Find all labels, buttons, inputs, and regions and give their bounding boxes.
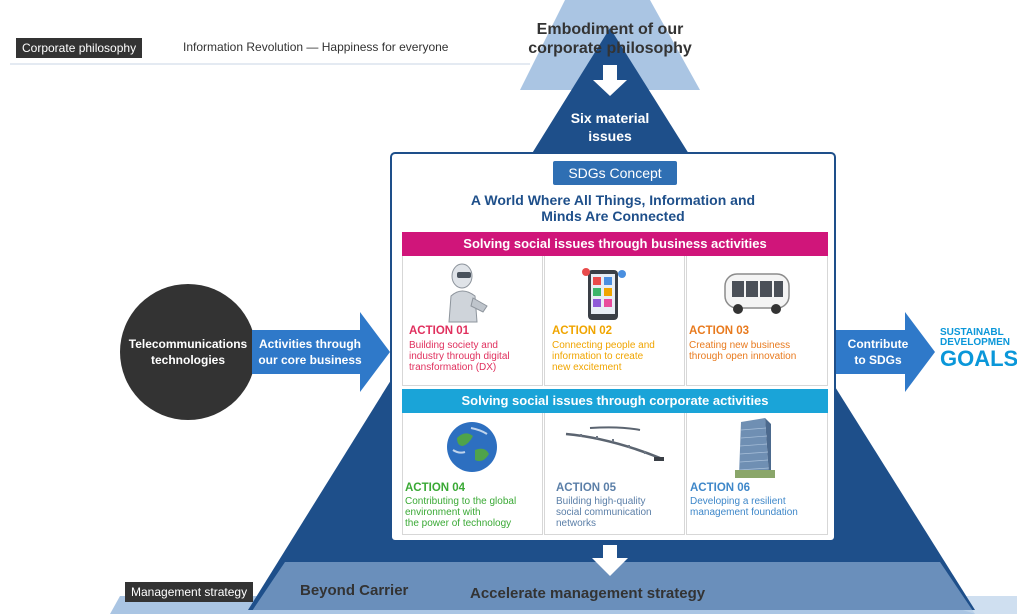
- action-06-desc-1: Developing a resilient: [690, 496, 786, 507]
- robot-icon: [448, 263, 488, 323]
- sdgs-concept-pill: SDGs Concept: [553, 161, 677, 185]
- strategy-tag: Management strategy: [125, 582, 254, 602]
- action-04-desc-2: environment with: [405, 507, 481, 518]
- action-03-desc-1: Creating new business: [689, 340, 791, 351]
- philosophy-text: Information Revolution — Happiness for e…: [183, 40, 449, 54]
- left-arrow: [252, 312, 390, 392]
- smartphone-icon: [582, 268, 626, 320]
- sdg-line2: DEVELOPMEN: [940, 337, 1011, 348]
- action-06-label: ACTION 06: [690, 482, 751, 494]
- action-05-label: ACTION 05: [556, 482, 617, 494]
- action-05-desc-3: networks: [556, 518, 597, 529]
- action-03-desc-2: through open innovation: [689, 351, 797, 362]
- circle-line2: technologies: [150, 353, 225, 367]
- sdg-line3: GOALS: [940, 346, 1017, 370]
- action-01-desc: Building society and industry through di…: [409, 340, 545, 373]
- left-arrow-line1: Activities through: [258, 337, 361, 351]
- action-03-desc: Creating new business through open innov…: [689, 340, 825, 362]
- pyramid-base-band: [250, 562, 975, 614]
- headline-line1: A World Where All Things, Information an…: [470, 192, 756, 208]
- action-03-label: ACTION 03: [689, 325, 750, 337]
- action-06-desc: Developing a resilient management founda…: [690, 496, 826, 518]
- six-line2: issues: [588, 128, 632, 144]
- philosophy-tag: Corporate philosophy: [16, 38, 143, 58]
- right-arrow-label: Contribute to SDGs: [838, 336, 918, 368]
- action-card-03: [686, 256, 828, 386]
- sdg-line1: SUSTAINABL: [940, 328, 1004, 338]
- right-arrow: [836, 312, 935, 392]
- network-satellite-icon: [565, 426, 664, 461]
- corporate-band: Solving social issues through corporate …: [402, 389, 828, 413]
- action-04-desc-3: the power of technology: [405, 518, 512, 529]
- embodiment-line1: Embodiment of our: [536, 21, 684, 38]
- accelerate-text: Accelerate management strategy: [470, 585, 706, 602]
- telecom-circle-label: Telecommunications technologies: [120, 336, 256, 368]
- embodiment-line2: corporate philosophy: [528, 40, 692, 57]
- action-01-desc-3: transformation (DX): [409, 362, 497, 373]
- left-arrow-line2: our core business: [258, 353, 362, 367]
- sdgs-headline: A World Where All Things, Information an…: [392, 192, 834, 224]
- autonomous-bus-icon: [724, 273, 790, 314]
- telecom-circle: [120, 284, 256, 420]
- embodiment-title: Embodiment of our corporate philosophy: [510, 20, 710, 58]
- action-05-desc-1: Building high-quality: [556, 496, 646, 507]
- six-line1: Six material: [570, 110, 650, 126]
- right-arrow-line1: Contribute: [847, 337, 909, 351]
- action-06-desc-2: management foundation: [690, 507, 798, 518]
- left-arrow-label: Activities through our core business: [254, 336, 366, 368]
- action-05-desc-2: social communication: [556, 507, 652, 518]
- action-02-desc-2: information to create: [552, 351, 644, 362]
- action-05-desc: Building high-quality social communicati…: [556, 496, 692, 529]
- earth-icon: [447, 422, 497, 472]
- action-01-label: ACTION 01: [409, 325, 470, 337]
- strategy-text: Beyond Carrier: [300, 582, 409, 599]
- six-issues-label: Six material issues: [540, 109, 680, 145]
- action-02-desc-3: new excitement: [552, 362, 622, 373]
- down-arrow-bottom: [592, 545, 628, 576]
- circle-line1: Telecommunications: [128, 337, 248, 351]
- headline-line2: Minds Are Connected: [541, 208, 685, 224]
- action-01-desc-2: industry through digital: [409, 351, 510, 362]
- action-01-desc-1: Building society and: [409, 340, 498, 351]
- action-04-desc-1: Contributing to the global: [405, 496, 517, 507]
- office-building-icon: [735, 418, 775, 478]
- right-arrow-line2: to SDGs: [854, 353, 902, 367]
- action-02-label: ACTION 02: [552, 325, 613, 337]
- sdg-logo: SUSTAINABL DEVELOPMEN GOALS: [940, 328, 1017, 370]
- business-band: Solving social issues through business a…: [402, 232, 828, 256]
- action-04-desc: Contributing to the global environment w…: [405, 496, 541, 529]
- action-02-desc: Connecting people and information to cre…: [552, 340, 688, 373]
- down-arrow-top: [593, 65, 627, 96]
- action-02-desc-1: Connecting people and: [552, 340, 655, 351]
- action-04-label: ACTION 04: [405, 482, 466, 494]
